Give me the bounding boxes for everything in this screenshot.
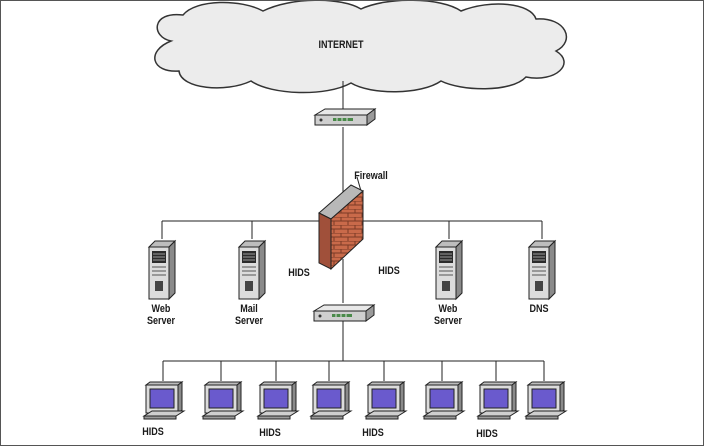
internet-router (314, 108, 376, 126)
workstation-hids-label-4: HIDS (476, 428, 498, 440)
dns-server-line1: DNS (529, 303, 549, 315)
workstation-6 (423, 381, 465, 420)
web-server-1-line1: Web (151, 303, 171, 315)
firewall-label: Firewall (354, 170, 388, 182)
workstation-2 (202, 381, 244, 420)
workstation-7 (477, 381, 519, 420)
internet-cloud (154, 1, 568, 94)
hids-label-left: HIDS (288, 267, 310, 279)
firewall (318, 184, 364, 271)
workstation-5 (365, 381, 407, 420)
hids-label-right: HIDS (378, 265, 400, 277)
workstation-8 (525, 381, 567, 420)
workstation-hids-label-3: HIDS (362, 427, 384, 439)
web-server-2-label: Web Server (428, 303, 467, 327)
internet-label: INTERNET (318, 39, 364, 51)
dns-server-label: DNS (519, 303, 558, 315)
web-server-2-line1: Web (438, 303, 458, 315)
web-server-1-label: Web Server (141, 303, 180, 327)
web-server-2 (435, 240, 463, 300)
dns-server (528, 240, 556, 300)
workstation-hids-label-2: HIDS (259, 427, 281, 439)
workstation-1 (143, 381, 185, 420)
web-server-2-line2: Server (433, 315, 463, 327)
web-server-1-line2: Server (146, 315, 176, 327)
mail-server (238, 240, 266, 300)
mail-server-label: Mail Server (229, 303, 268, 327)
mail-server-line1: Mail (240, 303, 258, 315)
mail-server-line2: Server (234, 315, 264, 327)
workstation-hids-label-1: HIDS (142, 426, 164, 438)
web-server-1 (148, 240, 176, 300)
workstation-3 (257, 381, 299, 420)
workstation-4 (310, 381, 352, 420)
internal-switch (313, 304, 375, 322)
